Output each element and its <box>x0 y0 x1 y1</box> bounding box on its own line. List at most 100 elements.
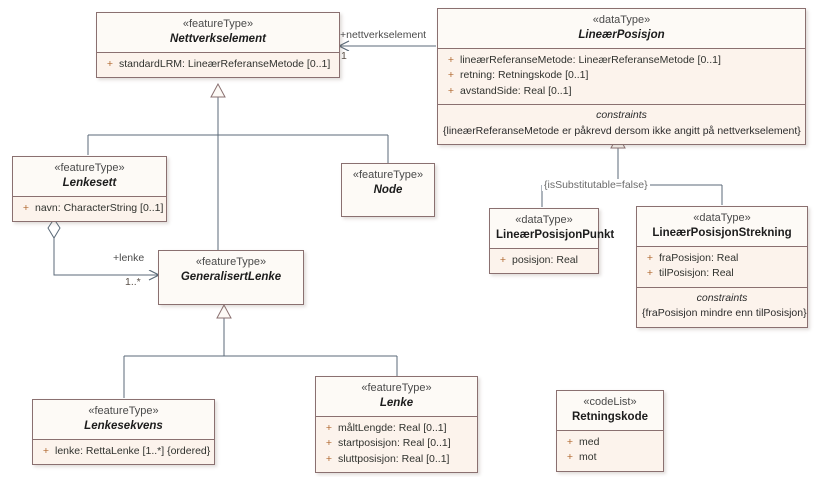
class-stereotype: «featureType» <box>54 162 125 174</box>
class-name: Lenke <box>379 396 414 409</box>
attribute-row: + mot <box>557 450 663 465</box>
class-name: LineærPosisjonStrekning <box>652 226 792 239</box>
attribute-row: + fraPosisjon: Real <box>637 251 807 266</box>
attribute-text: lenke: RettaLenke [1..*] {ordered} <box>55 445 211 458</box>
class-stereotype: «dataType» <box>515 214 573 226</box>
class-header: «dataType» LineærPosisjonStrekning <box>637 207 807 247</box>
constraints-compartment: constraints {fraPosisjon mindre enn tilP… <box>637 286 807 327</box>
attribute-row: + retning: Retningskode [0..1] <box>438 68 805 83</box>
attribute-text: fraPosisjon: Real <box>659 252 739 265</box>
attribute-row: + måltLengde: Real [0..1] <box>316 421 477 436</box>
association-role-label-nettverkselement: +nettverkselement <box>340 29 427 41</box>
association-multiplicity-nettverkselement: 1 <box>341 50 347 62</box>
visibility-marker: + <box>325 452 333 465</box>
class-header: «featureType» Lenkesett <box>13 157 166 197</box>
attribute-text: posisjon: Real <box>512 254 578 267</box>
class-stereotype: «featureType» <box>88 405 159 417</box>
attribute-text: avstandSide: Real [0..1] <box>460 84 572 97</box>
class-stereotype: «dataType» <box>693 212 751 224</box>
class-name: GeneralisertLenke <box>180 270 282 283</box>
class-name: Lenkesekvens <box>84 419 163 432</box>
attribute-row: + standardLRM: LineærReferanseMetode [0.… <box>97 57 339 72</box>
attribute-row: + lineærReferanseMetode: LineærReferanse… <box>438 53 805 68</box>
class-box-lenke[interactable]: «featureType» Lenke + måltLengde: Real [… <box>315 376 478 473</box>
class-header: «featureType» GeneralisertLenke <box>159 251 303 291</box>
class-name: Nettverkselement <box>170 32 266 45</box>
attributes-compartment: + posisjon: Real <box>490 248 598 274</box>
class-stereotype: «featureType» <box>195 256 267 268</box>
attribute-text: mot <box>579 451 597 464</box>
aggregation-multiplicity-lenke: 1..* <box>125 276 141 288</box>
visibility-marker: + <box>447 69 455 82</box>
attribute-row: + lenke: RettaLenke [1..*] {ordered} <box>33 444 214 459</box>
visibility-marker: + <box>325 437 333 450</box>
class-box-linearposisjonstrekning[interactable]: «dataType» LineærPosisjonStrekning + fra… <box>636 206 808 328</box>
attribute-text: navn: CharacterString [0..1] <box>35 202 164 215</box>
class-name: Node <box>373 183 403 196</box>
attributes-compartment: + lineærReferanseMetode: LineærReferanse… <box>438 48 805 104</box>
class-box-node[interactable]: «featureType» Node <box>341 163 435 217</box>
class-stereotype: «codeList» <box>583 396 637 408</box>
attribute-text: med <box>579 436 600 449</box>
visibility-marker: + <box>447 54 455 67</box>
constraint-tag-is-substitutable: {isSubstitutable=false} <box>542 179 650 191</box>
generalization-arrowhead <box>210 82 226 98</box>
attributes-compartment: + standardLRM: LineærReferanseMetode [0.… <box>97 52 339 78</box>
class-stereotype: «featureType» <box>352 169 424 181</box>
class-box-lenkesekvens[interactable]: «featureType» Lenkesekvens + lenke: Rett… <box>32 399 215 466</box>
class-name: Lenkesett <box>62 176 117 189</box>
attribute-row: + med <box>557 435 663 450</box>
attribute-row: + sluttposisjon: Real [0..1] <box>316 452 477 467</box>
visibility-marker: + <box>325 422 333 435</box>
class-box-lenkesett[interactable]: «featureType» Lenkesett + navn: Characte… <box>12 156 167 223</box>
visibility-marker: + <box>566 436 574 449</box>
attribute-text: lineærReferanseMetode: LineærReferanseMe… <box>460 54 721 67</box>
class-box-linearposisjon[interactable]: «dataType» LineærPosisjon + lineærRefera… <box>437 8 806 145</box>
attribute-text: måltLengde: Real [0..1] <box>338 422 447 435</box>
visibility-marker: + <box>22 202 30 215</box>
class-header: «featureType» Lenkesekvens <box>33 400 214 440</box>
class-stereotype: «featureType» <box>361 382 432 394</box>
attribute-text: tilPosisjon: Real <box>659 267 734 280</box>
class-box-generalisertlenke[interactable]: «featureType» GeneralisertLenke <box>158 250 304 305</box>
class-box-linearposisjonpunkt[interactable]: «dataType» LineærPosisjonPunkt + posisjo… <box>489 208 615 275</box>
visibility-marker: + <box>106 58 114 71</box>
visibility-marker: + <box>646 267 654 280</box>
attribute-text: retning: Retningskode [0..1] <box>460 69 589 82</box>
class-header: «dataType» LineærPosisjonPunkt <box>490 209 615 249</box>
class-header: «dataType» LineærPosisjon <box>438 9 805 49</box>
attributes-compartment: + fraPosisjon: Real + tilPosisjon: Real <box>637 246 807 287</box>
constraints-title: constraints <box>596 108 647 121</box>
attribute-row: + tilPosisjon: Real <box>637 266 807 281</box>
visibility-marker: + <box>499 254 507 267</box>
visibility-marker: + <box>42 445 50 458</box>
class-name: Retningskode <box>571 410 649 423</box>
attribute-text: standardLRM: LineærReferanseMetode [0..1… <box>119 58 331 71</box>
class-header: «codeList» Retningskode <box>557 391 663 431</box>
aggregation-role-label-lenke: +lenke <box>113 252 145 264</box>
generalization-arrowhead <box>216 303 232 319</box>
class-box-retningskode[interactable]: «codeList» Retningskode + med + mot <box>556 390 664 472</box>
attribute-row: + navn: CharacterString [0..1] <box>13 201 166 216</box>
visibility-marker: + <box>646 252 654 265</box>
visibility-marker: + <box>447 84 455 97</box>
class-header: «featureType» Nettverkselement <box>97 13 339 53</box>
attributes-compartment: + med + mot <box>557 430 663 471</box>
class-header: «featureType» Lenke <box>316 377 477 417</box>
attribute-row: + posisjon: Real <box>490 253 598 268</box>
visibility-marker: + <box>566 451 574 464</box>
attributes-compartment: + navn: CharacterString [0..1] <box>13 196 166 222</box>
class-stereotype: «featureType» <box>182 18 254 30</box>
attribute-row: + startposisjon: Real [0..1] <box>316 436 477 451</box>
constraints-text: {fraPosisjon mindre enn tilPosisjon} <box>642 307 807 320</box>
class-box-nettverkselement[interactable]: «featureType» Nettverkselement + standar… <box>96 12 340 79</box>
attribute-text: sluttposisjon: Real [0..1] <box>338 452 450 465</box>
class-stereotype: «dataType» <box>592 14 651 26</box>
constraints-text: {lineærReferanseMetode er påkrevd dersom… <box>443 124 801 137</box>
class-name: LineærPosisjonPunkt <box>496 228 615 241</box>
class-header: «featureType» Node <box>342 164 434 204</box>
constraints-compartment: constraints {lineærReferanseMetode er på… <box>438 103 805 144</box>
constraints-title: constraints <box>696 291 748 304</box>
attribute-text: startposisjon: Real [0..1] <box>338 437 451 450</box>
